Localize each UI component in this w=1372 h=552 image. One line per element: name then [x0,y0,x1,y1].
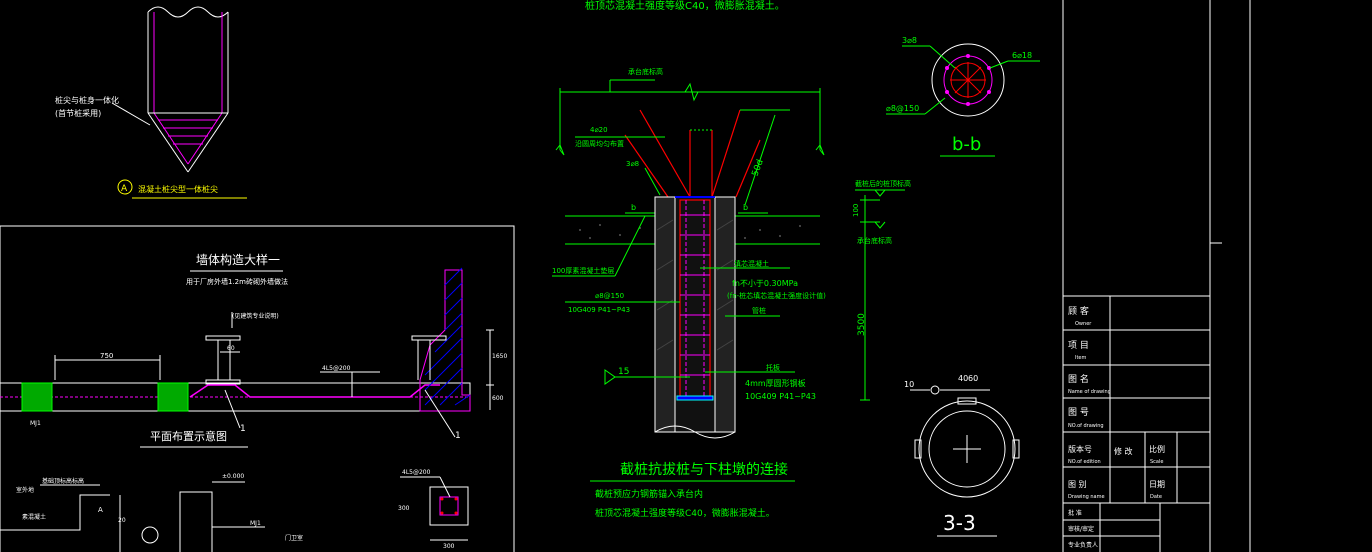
pile-tip-circle-label: A [121,184,128,194]
mj1-label: MJ1 [250,520,261,527]
bottom-label-1: 基础顶标高标高 [42,477,84,485]
pipe-label: 管桩 [752,306,766,315]
tb-row-1-sub: Item [1075,355,1087,361]
mark-15: 15 [618,367,629,377]
bb-stirrup: ⌀8@150 [886,104,919,113]
pile-tip-note-2: (首节桩采用) [55,108,101,118]
small-rebar-label: 4L5@200 [402,469,431,476]
tb-row-2-sub: Name of drawing [1068,389,1111,395]
section-bb: 3⌀8 6⌀18 ⌀8@150 b-b [886,36,1040,157]
plate-label: 托板 [766,363,780,372]
b-mark-left: b [631,203,636,212]
tb-date-label: 日期 [1149,480,1165,489]
section-33: 10 40 60 3-3 [904,374,1020,537]
ref1-label: 10G409 P41~P43 [568,306,630,314]
cap-note-2: 承台底标高 [857,236,892,245]
len-3500: 3500 [857,313,867,336]
rebar-top-note: 沿圆周均匀布置 [575,139,624,148]
tb-row-3-sub: NO.of drawing [1068,423,1104,429]
wall-detail-title: 墙体构造大样一 [196,252,280,267]
tb-sheet-sub: Drawing name [1068,494,1105,500]
pile-cap-title: 截桩抗拔桩与下柱墩的连接 [620,461,788,478]
bb-rebar-6: 6⌀18 [1012,51,1032,60]
wall-right-dim-1: 1650 [492,353,507,360]
bottom-label-3: 素混凝土 [22,513,46,521]
bottom-label-2: 室外地 [16,486,34,494]
dim-300-v: 300 [398,505,410,512]
pile-tip-detail: 桩尖与桩身一体化 (首节桩采用) A 混凝土桩尖型一体桩尖 [55,6,247,199]
fn1-label: fn不小于0.30MPa [732,279,798,288]
tb-row-3-label: 图 号 [1068,407,1089,418]
gate-label: 门卫室 [285,534,303,542]
title-block: 顾 客 Owner 项 目 Item 图 名 Name of drawing 图… [1062,0,1251,552]
section-mark-1: 1 [240,424,246,434]
wall-right-dim-2: 600 [492,395,504,402]
wall-label-wall: (见建筑专业说明) [232,312,279,320]
ref2-label: 10G409 P41~P43 [745,392,816,401]
s33-dim-10: 10 [904,380,914,389]
rebar-top: 4⌀20 [590,126,608,134]
wall-dim-2: 60 [227,345,235,352]
wall-dim-1: 750 [100,352,113,360]
plate-note: 4mm厚圆形钢板 [745,378,806,388]
pile-tip-caption: 混凝土桩尖型一体桩尖 [138,184,218,194]
bb-rebar-3: 3⌀8 [902,36,917,45]
len-100: 100 [852,204,860,217]
elev-label: ±0.000 [222,473,244,480]
dim-a: A [98,506,103,514]
fn2-label: (fn-桩芯填芯混凝土强度设计值) [727,291,826,300]
rebar-3: 3⌀8 [626,160,639,168]
dim-20: 20 [118,517,126,524]
s33-dim-60: 60 [968,374,978,383]
tb-version-label: 版本号 [1068,444,1092,454]
s33-dim-40: 40 [958,374,968,383]
tb-scale-sub: Scale [1150,459,1163,465]
cap-label: 承台底标高 [628,67,663,76]
s33-label: 3-3 [943,511,976,535]
tb-row-0-sub: Owner [1075,321,1092,327]
bedding-hatch [579,224,801,239]
pile-cap-detail: 承台底标高 4⌀20 沿圆周均匀布置 3⌀8 50d b b [552,67,911,519]
tb-r3: 专业负责人 [1068,541,1098,549]
wall-rebar-label: 4L5@200 [322,365,351,372]
stirrup-label: ⌀8@150 [595,292,624,300]
dim-300-h: 300 [443,543,455,550]
tb-row-2-label: 图 名 [1068,373,1089,385]
bedding-label: 100厚素混凝土垫层 [552,266,614,275]
tb-sheet-label: 图 别 [1068,480,1087,489]
tb-date-sub: Date [1150,494,1162,500]
tb-version-sub: NO.of edition [1068,459,1101,465]
tb-r1: 批 准 [1068,509,1082,517]
cap-note-1: 截桩后的桩顶标高 [855,179,911,188]
section-mark-2: 1 [455,431,461,441]
tb-row-1-label: 项 目 [1068,340,1089,351]
bb-label: b-b [952,134,981,155]
wall-detail: 墙体构造大样一 用于厂房外墙1.2m砖砌外墙做法 750 60 (见建筑专业说明… [0,225,515,552]
tb-scale-label: 比例 [1149,444,1165,454]
tb-version-val: 修 改 [1114,446,1133,456]
tb-r2: 审核/审定 [1068,525,1094,533]
pile-tip-note-1: 桩尖与桩身一体化 [55,95,119,105]
top-note: 桩顶芯混凝土强度等级C40，微膨胀混凝土。 [585,0,785,12]
wall-col-label: MJ1 [30,420,41,427]
pile-cap-note-1: 截桩预应力钢筋锚入承台内 [595,488,703,500]
plan-title: 平面布置示意图 [150,429,227,443]
fill-label: 填芯混凝土 [734,259,769,268]
pile-cap-note-2: 桩顶芯混凝土强度等级C40，微膨胀混凝土。 [595,507,775,519]
wall-detail-subtitle: 用于厂房外墙1.2m砖砌外墙做法 [186,277,288,286]
tb-row-0-label: 顾 客 [1068,305,1089,317]
b-mark-right: b [743,203,748,212]
stirrups [680,214,710,376]
